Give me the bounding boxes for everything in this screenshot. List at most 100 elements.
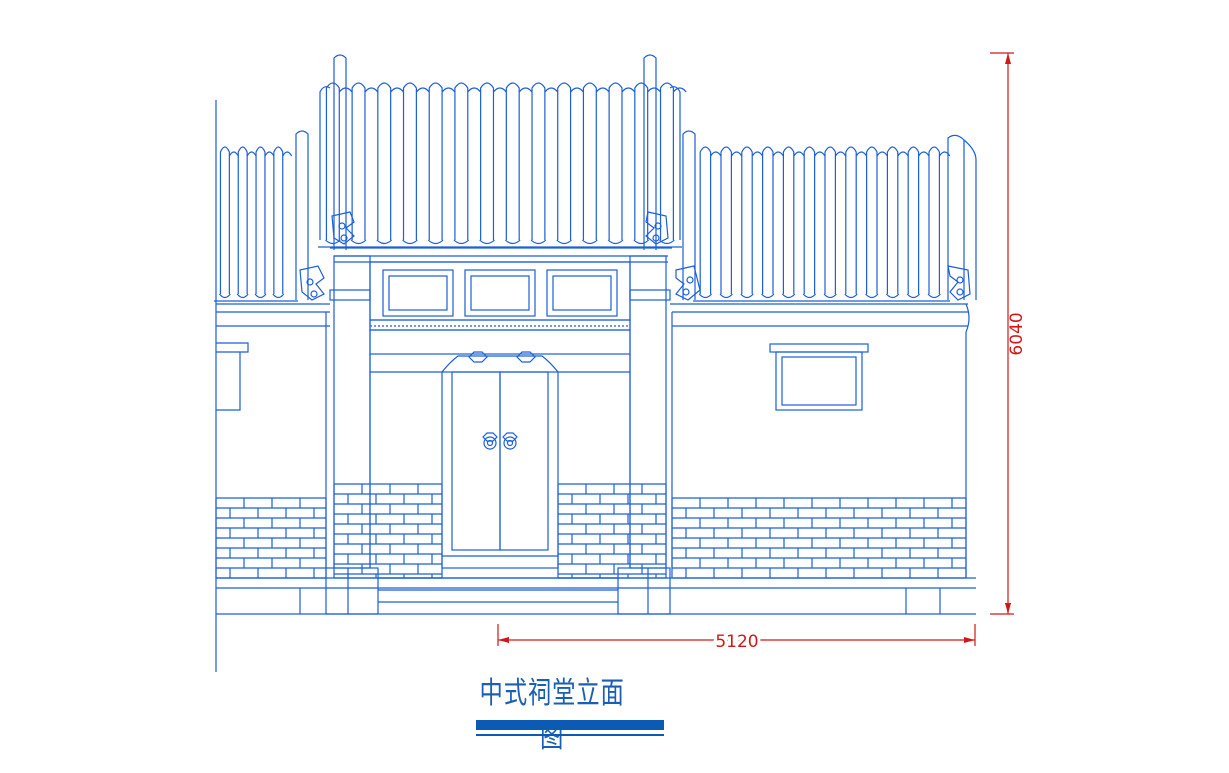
brick-base — [215, 483, 967, 579]
door-leaf-right — [499, 371, 549, 551]
door-knocker-right — [502, 432, 518, 450]
left-roof-tile-end — [236, 293, 249, 299]
center-roof-tile — [505, 82, 520, 240]
left-wing-window — [216, 342, 249, 411]
center-roof-tile — [377, 82, 392, 240]
right-roof-tile-valley — [793, 151, 805, 157]
central-gate-roof — [318, 82, 687, 248]
center-right-ridge-post — [643, 54, 657, 250]
right-roof-tile — [720, 146, 732, 294]
center-roof-tile — [582, 82, 597, 240]
right-window-pane — [781, 356, 857, 406]
center-roof-tile-end — [427, 239, 444, 245]
center-roof-tile-valley — [364, 87, 379, 93]
decorative-band — [369, 319, 631, 331]
right-window-frame — [775, 351, 863, 411]
right-roof-tile — [886, 146, 899, 294]
title-underline-thin — [476, 734, 664, 736]
center-roof-tile-end — [556, 239, 572, 245]
left-roof-tile-valley — [246, 151, 257, 157]
title-underline-thick — [476, 720, 664, 730]
right-roof-tile-valley — [938, 151, 951, 157]
drawing-title: 中式祠堂立面图 — [479, 676, 625, 755]
gate-left-pillar-cap — [329, 289, 371, 301]
right-roof-tile-end — [885, 293, 900, 299]
height-dimension-label: 6040 — [1007, 312, 1027, 355]
right-roof-tile-valley — [918, 151, 930, 157]
center-roof-tile-valley — [518, 87, 533, 93]
center-roof-tile-end — [607, 239, 624, 245]
right-roof-tile — [803, 146, 816, 294]
right-roof-tile-end — [761, 293, 775, 299]
center-roof-tile — [402, 82, 417, 240]
right-wing-eave-cap — [965, 303, 970, 333]
center-roof-tile-end — [530, 239, 547, 245]
left-roof-tile-valley — [282, 151, 293, 157]
center-roof-tile — [557, 82, 572, 240]
center-roof-tile-valley — [493, 87, 507, 93]
center-roof-tile-valley — [415, 87, 430, 93]
right-roof-tile — [762, 146, 774, 294]
center-roof-tile — [659, 82, 674, 240]
right-wing-roof — [693, 139, 977, 302]
center-roof-tile — [608, 82, 623, 240]
center-roof-tile-valley — [544, 87, 559, 93]
gate-right-pillar-cap — [629, 289, 671, 301]
center-roof-tile-end — [633, 239, 650, 245]
lintel-panel-left — [382, 269, 454, 317]
center-roof-tile-valley — [595, 87, 610, 93]
right-roof-tile-end — [740, 293, 754, 299]
height-dimension — [990, 52, 1014, 615]
center-roof-tile-end — [453, 239, 470, 245]
center-roof-tile — [480, 82, 495, 240]
center-roof-tile-end — [376, 239, 393, 245]
left-roof-tile — [219, 146, 230, 294]
right-roof-outer-edge — [963, 139, 977, 300]
left-roof-tile — [237, 146, 248, 294]
door-ornament-left — [468, 351, 488, 363]
lintel-panel-right-inner — [552, 275, 612, 311]
right-roof-tile-end — [698, 293, 713, 299]
right-roof-tile-end — [781, 293, 796, 299]
right-roof-tile-valley — [855, 151, 868, 157]
lintel-panel-center-inner — [470, 275, 530, 311]
left-roof-tile-end — [272, 293, 285, 299]
right-roof-tile-end — [823, 293, 837, 299]
center-roof-tile-valley — [441, 87, 456, 93]
ornament-center-left — [331, 211, 355, 245]
ornament-left-wing — [299, 265, 325, 301]
gate-lintel — [369, 261, 631, 321]
door-header-beam — [369, 329, 631, 355]
center-left-ridge-post — [333, 54, 347, 250]
width-dimension-label: 5120 — [715, 632, 758, 652]
center-roof-tile — [351, 82, 366, 240]
right-roof-tile-end — [927, 293, 941, 299]
right-roof-tile — [824, 146, 836, 294]
center-roof-tile-end — [402, 239, 418, 245]
right-roof-tile-end — [865, 293, 879, 299]
center-roof-tile — [531, 82, 546, 240]
width-dimension — [497, 624, 976, 646]
right-roof-tile — [866, 146, 878, 294]
right-roof-tile-end — [844, 293, 858, 299]
right-roof-tile-valley — [772, 151, 784, 157]
gate-left-pillar — [333, 255, 371, 569]
center-roof-tile — [325, 82, 340, 240]
center-roof-tile — [454, 82, 469, 240]
right-wing-inner-ridge-post — [682, 130, 696, 300]
door-valance — [369, 354, 631, 373]
center-roof-tile-valley — [390, 87, 404, 93]
left-roof-tile — [255, 146, 266, 294]
center-roof-tile-end — [504, 239, 521, 245]
center-roof-tile-end — [350, 239, 367, 245]
right-roof-tile-valley — [751, 151, 764, 157]
step-block-right — [617, 567, 671, 615]
right-roof-tile — [907, 146, 920, 294]
center-roof-tile — [634, 82, 649, 240]
center-roof-tile — [428, 82, 443, 240]
left-wing-roof — [214, 146, 298, 302]
center-roof-tile-valley — [672, 87, 687, 93]
door-knocker-left — [482, 432, 498, 450]
left-roof-tile-end — [254, 293, 267, 299]
